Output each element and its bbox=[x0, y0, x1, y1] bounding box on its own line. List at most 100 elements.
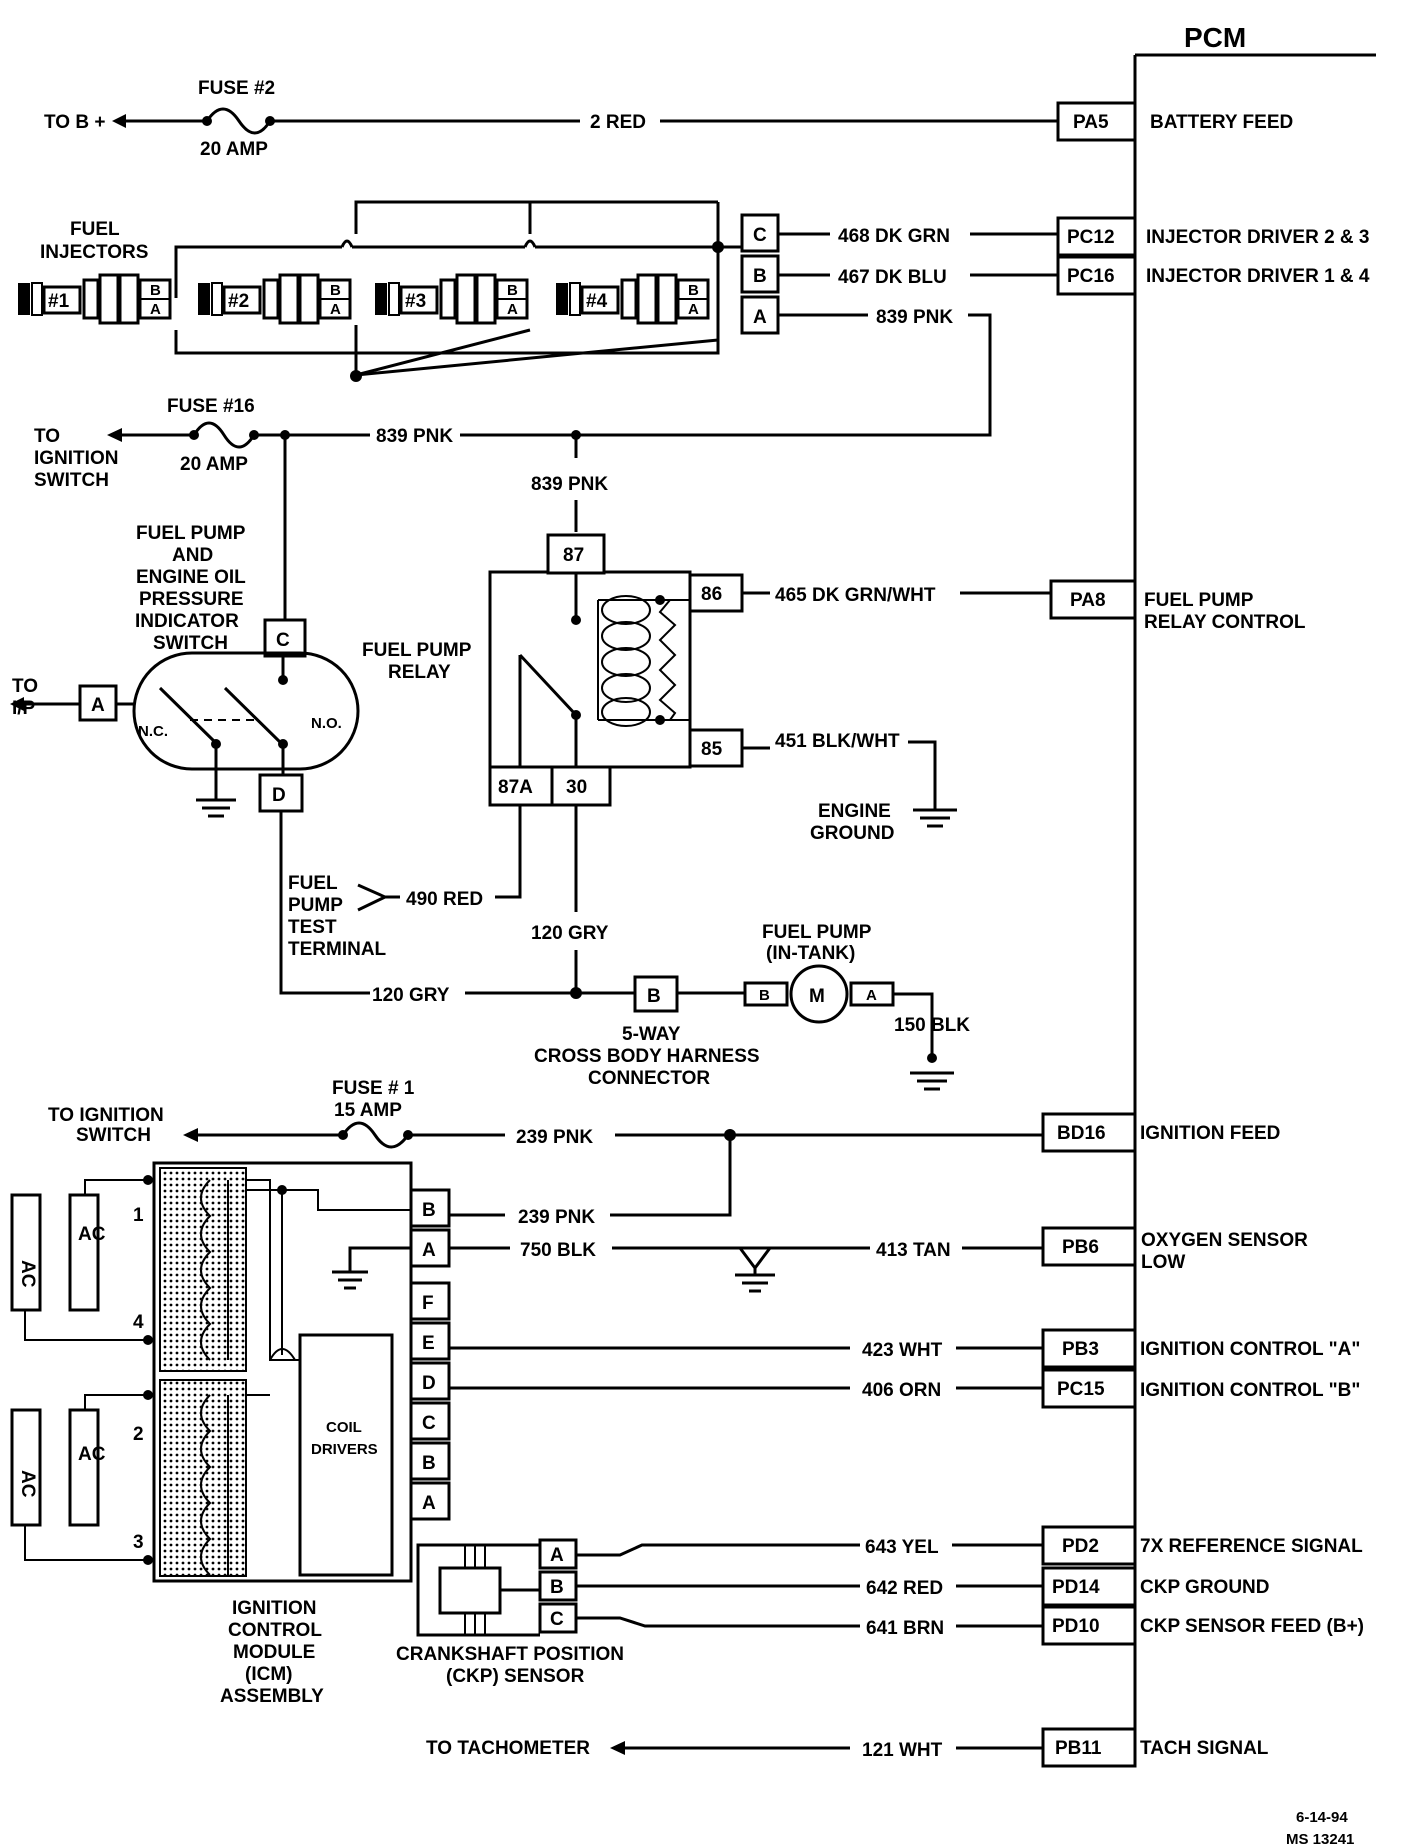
svg-text:B: B bbox=[753, 266, 767, 287]
pin-label: PD10 bbox=[1052, 1616, 1100, 1637]
svg-text:TO IGNITION: TO IGNITION bbox=[48, 1105, 164, 1126]
terminal-label: LOW bbox=[1141, 1252, 1185, 1273]
switch-body bbox=[132, 651, 360, 771]
svg-text:N.C.: N.C. bbox=[138, 723, 168, 740]
terminal-label: OXYGEN SENSOR bbox=[1141, 1230, 1308, 1251]
battery-feed-circuit: TO B + FUSE #2 20 AMP 2 RED bbox=[44, 78, 1058, 160]
svg-text:C: C bbox=[550, 1609, 564, 1630]
to-b-plus-label: TO B + bbox=[44, 112, 105, 133]
terminal-label: 7X REFERENCE SIGNAL bbox=[1140, 1536, 1363, 1557]
svg-text:ENGINE OIL: ENGINE OIL bbox=[136, 567, 246, 588]
svg-text:FUEL: FUEL bbox=[288, 873, 338, 894]
fuel-pump-title: (IN-TANK) bbox=[766, 943, 855, 964]
svg-text:85: 85 bbox=[701, 739, 723, 760]
svg-text:A: A bbox=[866, 987, 877, 1004]
svg-text:(CKP) SENSOR: (CKP) SENSOR bbox=[446, 1666, 585, 1687]
pin-label: PC15 bbox=[1057, 1379, 1105, 1400]
fuse-1-label: FUSE # 1 bbox=[332, 1078, 415, 1099]
terminal-label: IGNITION FEED bbox=[1140, 1123, 1280, 1144]
engine-ground-label: ENGINE bbox=[818, 801, 891, 822]
pin-label: BD16 bbox=[1057, 1123, 1106, 1144]
svg-text:FUEL PUMP: FUEL PUMP bbox=[136, 523, 246, 544]
svg-text:TO: TO bbox=[34, 426, 60, 447]
svg-text:D: D bbox=[272, 785, 286, 806]
fuse-16-label: FUSE #16 bbox=[167, 396, 255, 417]
fuse-1-symbol bbox=[341, 1121, 410, 1149]
svg-text:E: E bbox=[422, 1333, 435, 1354]
wire-643-label: 643 YEL bbox=[865, 1537, 939, 1558]
terminal-label: IGNITION CONTROL "A" bbox=[1140, 1339, 1360, 1360]
pcm-terminal-pd10: PD10 CKP SENSOR FEED (B+) bbox=[1041, 1605, 1364, 1646]
svg-text:B: B bbox=[647, 986, 661, 1007]
fuse-2-symbol bbox=[205, 107, 272, 135]
svg-text:PRESSURE: PRESSURE bbox=[139, 589, 244, 610]
terminal-label: CKP SENSOR FEED (B+) bbox=[1140, 1616, 1364, 1637]
pcm-title: PCM bbox=[1184, 22, 1246, 53]
fuse-2-label: FUSE #2 bbox=[198, 78, 275, 99]
wire-121-label: 121 WHT bbox=[862, 1740, 943, 1761]
terminal-label: INJECTOR DRIVER 2 & 3 bbox=[1146, 227, 1369, 248]
wire-413-label: 413 TAN bbox=[876, 1240, 951, 1261]
wire-2-red-label: 2 RED bbox=[590, 112, 646, 133]
injector-2-label: #2 bbox=[228, 291, 249, 312]
wire-406-label: 406 ORN bbox=[862, 1380, 941, 1401]
svg-text:CONNECTOR: CONNECTOR bbox=[588, 1068, 710, 1089]
injector-1: #1 B A bbox=[18, 273, 172, 325]
svg-text:M: M bbox=[809, 986, 825, 1007]
fuel-pump-title: FUEL PUMP bbox=[762, 922, 872, 943]
wire-641-label: 641 BRN bbox=[866, 1618, 944, 1639]
svg-text:FUEL PUMP: FUEL PUMP bbox=[362, 640, 472, 661]
svg-text:86: 86 bbox=[701, 584, 722, 605]
svg-text:COIL: COIL bbox=[326, 1419, 362, 1436]
svg-text:C: C bbox=[276, 630, 290, 651]
wire-150-label: 150 BLK bbox=[894, 1015, 970, 1036]
wire-465-label: 465 DK GRN/WHT bbox=[775, 585, 936, 606]
svg-text:CROSS BODY HARNESS: CROSS BODY HARNESS bbox=[534, 1046, 760, 1067]
svg-text:PUMP: PUMP bbox=[288, 895, 343, 916]
svg-text:SWITCH: SWITCH bbox=[76, 1125, 151, 1146]
svg-text:AC: AC bbox=[17, 1470, 38, 1498]
svg-text:DRIVERS: DRIVERS bbox=[311, 1441, 378, 1458]
icm-wires: 239 PNK 750 BLK 413 TAN 423 WHT 406 ORN bbox=[449, 1207, 1043, 1401]
injector-1-label: #1 bbox=[48, 291, 70, 312]
svg-text:2: 2 bbox=[133, 1424, 144, 1445]
svg-text:TO: TO bbox=[12, 676, 38, 697]
svg-text:A: A bbox=[330, 301, 341, 318]
pcm-terminal-pb3: PB3 IGNITION CONTROL "A" bbox=[1041, 1328, 1360, 1369]
svg-text:B: B bbox=[759, 987, 770, 1004]
svg-text:(ICM): (ICM) bbox=[245, 1664, 292, 1685]
svg-text:C: C bbox=[753, 225, 767, 246]
terminal-label: INJECTOR DRIVER 1 & 4 bbox=[1146, 266, 1370, 287]
svg-text:AC: AC bbox=[78, 1444, 106, 1465]
svg-text:B: B bbox=[150, 282, 161, 299]
wire-750-label: 750 BLK bbox=[520, 1240, 596, 1261]
svg-text:3: 3 bbox=[133, 1532, 144, 1553]
svg-text:B: B bbox=[507, 282, 518, 299]
wire-239-label: 239 PNK bbox=[518, 1207, 595, 1228]
svg-text:4: 4 bbox=[133, 1312, 144, 1333]
svg-text:MODULE: MODULE bbox=[233, 1642, 315, 1663]
pin-label: PB3 bbox=[1062, 1339, 1099, 1360]
svg-text:87: 87 bbox=[563, 545, 584, 566]
svg-text:30: 30 bbox=[566, 777, 587, 798]
svg-text:ASSEMBLY: ASSEMBLY bbox=[220, 1686, 324, 1707]
footer: 6-14-94 MS 13241 bbox=[1286, 1809, 1354, 1848]
ckp-sensor: A B C CRANKSHAFT POSITION (CKP) SENSOR 6… bbox=[396, 1537, 1043, 1687]
injector-4: #4 B A bbox=[556, 273, 710, 325]
svg-text:87A: 87A bbox=[498, 777, 533, 798]
wire-423-label: 423 WHT bbox=[862, 1340, 943, 1361]
injectors-title: INJECTORS bbox=[40, 242, 148, 263]
wire-120-label: 120 GRY bbox=[372, 985, 450, 1006]
svg-text:B: B bbox=[688, 282, 699, 299]
terminal-label: RELAY CONTROL bbox=[1144, 612, 1306, 633]
pcm: PCM bbox=[1133, 22, 1376, 1760]
